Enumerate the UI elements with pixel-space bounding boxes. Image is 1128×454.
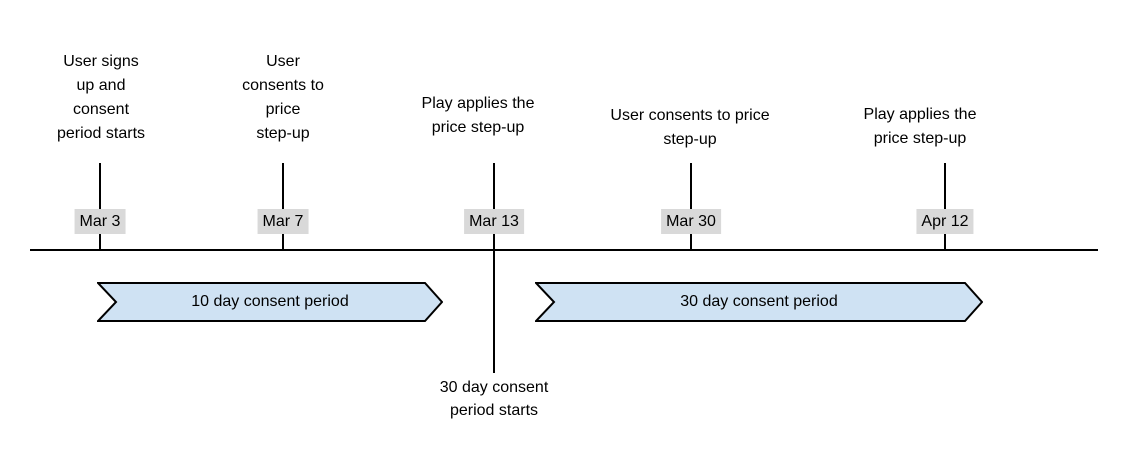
event-tick-bottom-mar-13	[493, 234, 495, 373]
event-tick-bottom-apr-12	[944, 234, 946, 251]
period-banner-10-day-shape	[97, 282, 443, 322]
event-tick-top-mar-30	[690, 163, 692, 209]
event-label-mar-13: Play applies the price step-up	[421, 95, 535, 136]
event-below-label-mar-13: 30 day consent period starts	[439, 379, 549, 419]
event-label-mar-7: User consents to price step-up	[242, 53, 324, 142]
event-date-mar-3: Mar 3	[74, 209, 126, 234]
event-tick-bottom-mar-30	[690, 234, 692, 251]
event-tick-top-apr-12	[944, 163, 946, 209]
event-tick-bottom-mar-7	[282, 234, 284, 251]
event-tick-top-mar-3	[99, 163, 101, 209]
period-banner-30-day-shape	[535, 282, 983, 322]
event-date-mar-13: Mar 13	[464, 209, 524, 234]
period-banner-10-day	[97, 282, 443, 322]
event-label-apr-12: Play applies the price step-up	[863, 106, 977, 147]
event-tick-top-mar-13	[493, 163, 495, 209]
event-tick-top-mar-7	[282, 163, 284, 209]
event-date-mar-30: Mar 30	[661, 209, 721, 234]
event-label-mar-3: User signs up and consent period starts	[56, 53, 146, 142]
event-tick-bottom-mar-3	[99, 234, 101, 251]
period-banner-30-day	[535, 282, 983, 322]
event-date-mar-7: Mar 7	[257, 209, 309, 234]
timeline-axis	[30, 249, 1098, 251]
period-banner-30-day-label: 30 day consent period	[680, 293, 838, 310]
event-date-apr-12: Apr 12	[916, 209, 974, 234]
event-label-mar-30: User consents to price step-up	[610, 107, 770, 148]
period-banner-10-day-label: 10 day consent period	[191, 293, 349, 310]
